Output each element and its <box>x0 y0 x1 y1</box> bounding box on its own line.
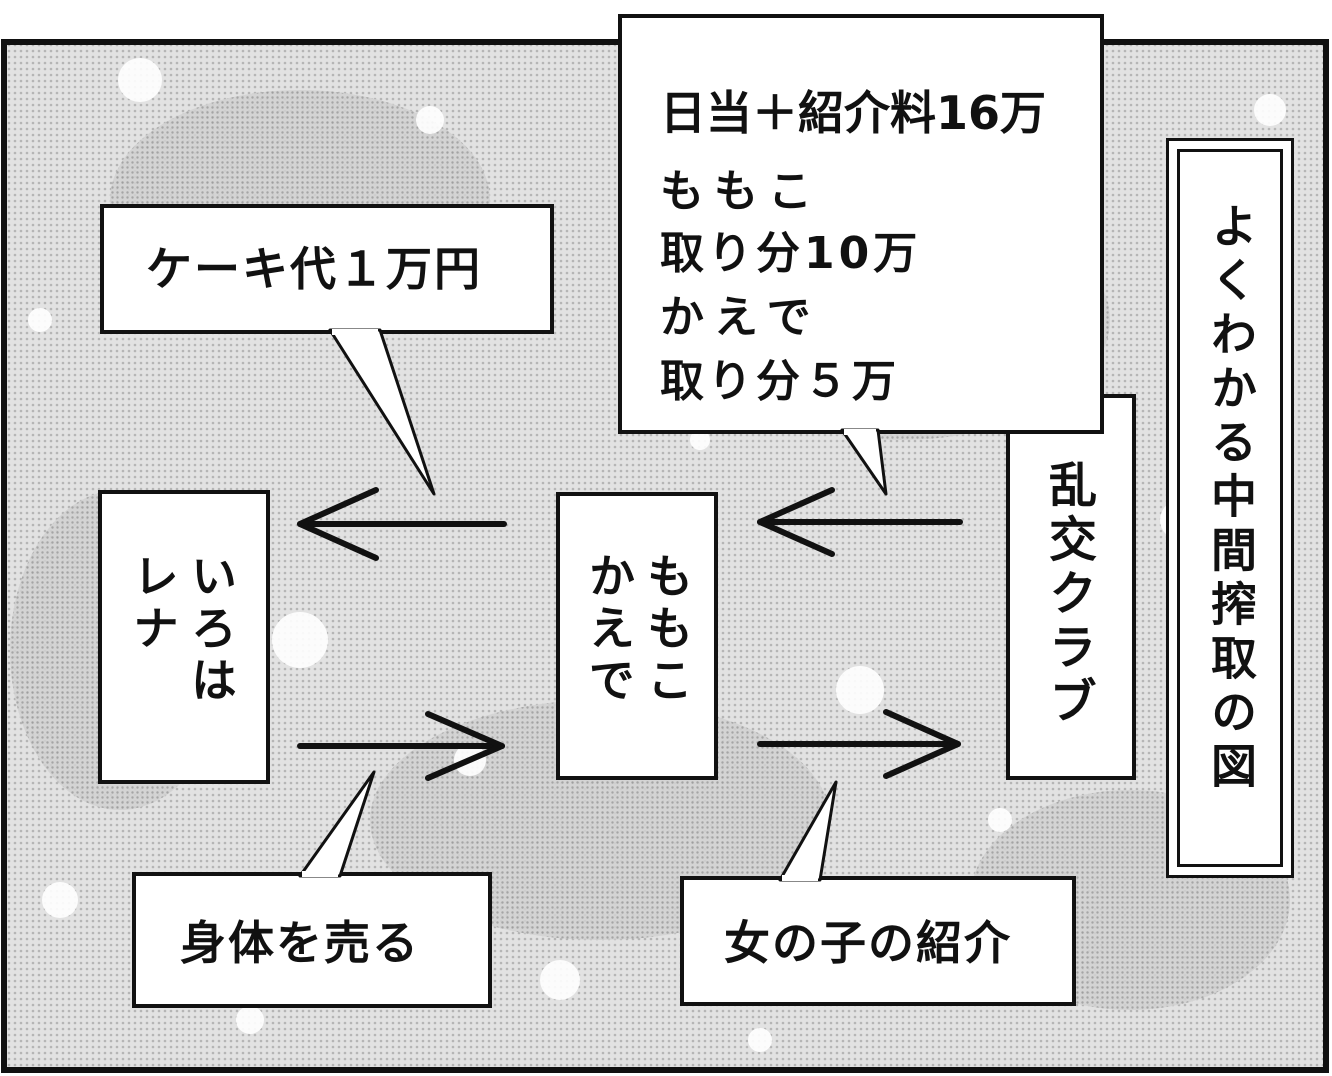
title-frame: よくわかる中間搾取の図 <box>1166 138 1294 878</box>
callout-introduce-girls-text: 女の子の紹介 <box>724 916 1012 970</box>
panel-title: よくわかる中間搾取の図 <box>1204 202 1258 796</box>
callout-sell-body-text: 身体を売る <box>180 916 420 970</box>
daily-wage-line2: ももこ <box>660 166 822 217</box>
node-middle-col2: かえで <box>582 552 636 708</box>
daily-wage-line4: かえで <box>660 292 821 343</box>
title-inner-frame: よくわかる中間搾取の図 <box>1177 149 1283 867</box>
node-momoko-kaede: ももこ かえで <box>556 492 718 780</box>
node-left-col1: いろは <box>184 552 238 708</box>
callout-daily-wage: 日当＋紹介料16万 ももこ 取り分10万 かえで 取り分５万 <box>618 14 1104 434</box>
daily-wage-line3: 取り分10万 <box>660 228 922 279</box>
daily-wage-line1: 日当＋紹介料16万 <box>660 86 1047 140</box>
callout-cake-fee: ケーキ代１万円 <box>100 204 554 334</box>
callout-cake-fee-text: ケーキ代１万円 <box>146 242 482 296</box>
node-iroha-rena: いろは レナ <box>98 490 270 784</box>
node-middle-col1: ももこ <box>640 552 694 708</box>
callout-sell-body: 身体を売る <box>132 872 492 1008</box>
node-left-col2: レナ <box>126 552 180 656</box>
node-club: 乱交クラブ <box>1006 394 1136 780</box>
callout-introduce-girls: 女の子の紹介 <box>680 876 1076 1006</box>
node-right-label: 乱交クラブ <box>1040 460 1096 730</box>
daily-wage-line5: 取り分５万 <box>660 356 900 407</box>
